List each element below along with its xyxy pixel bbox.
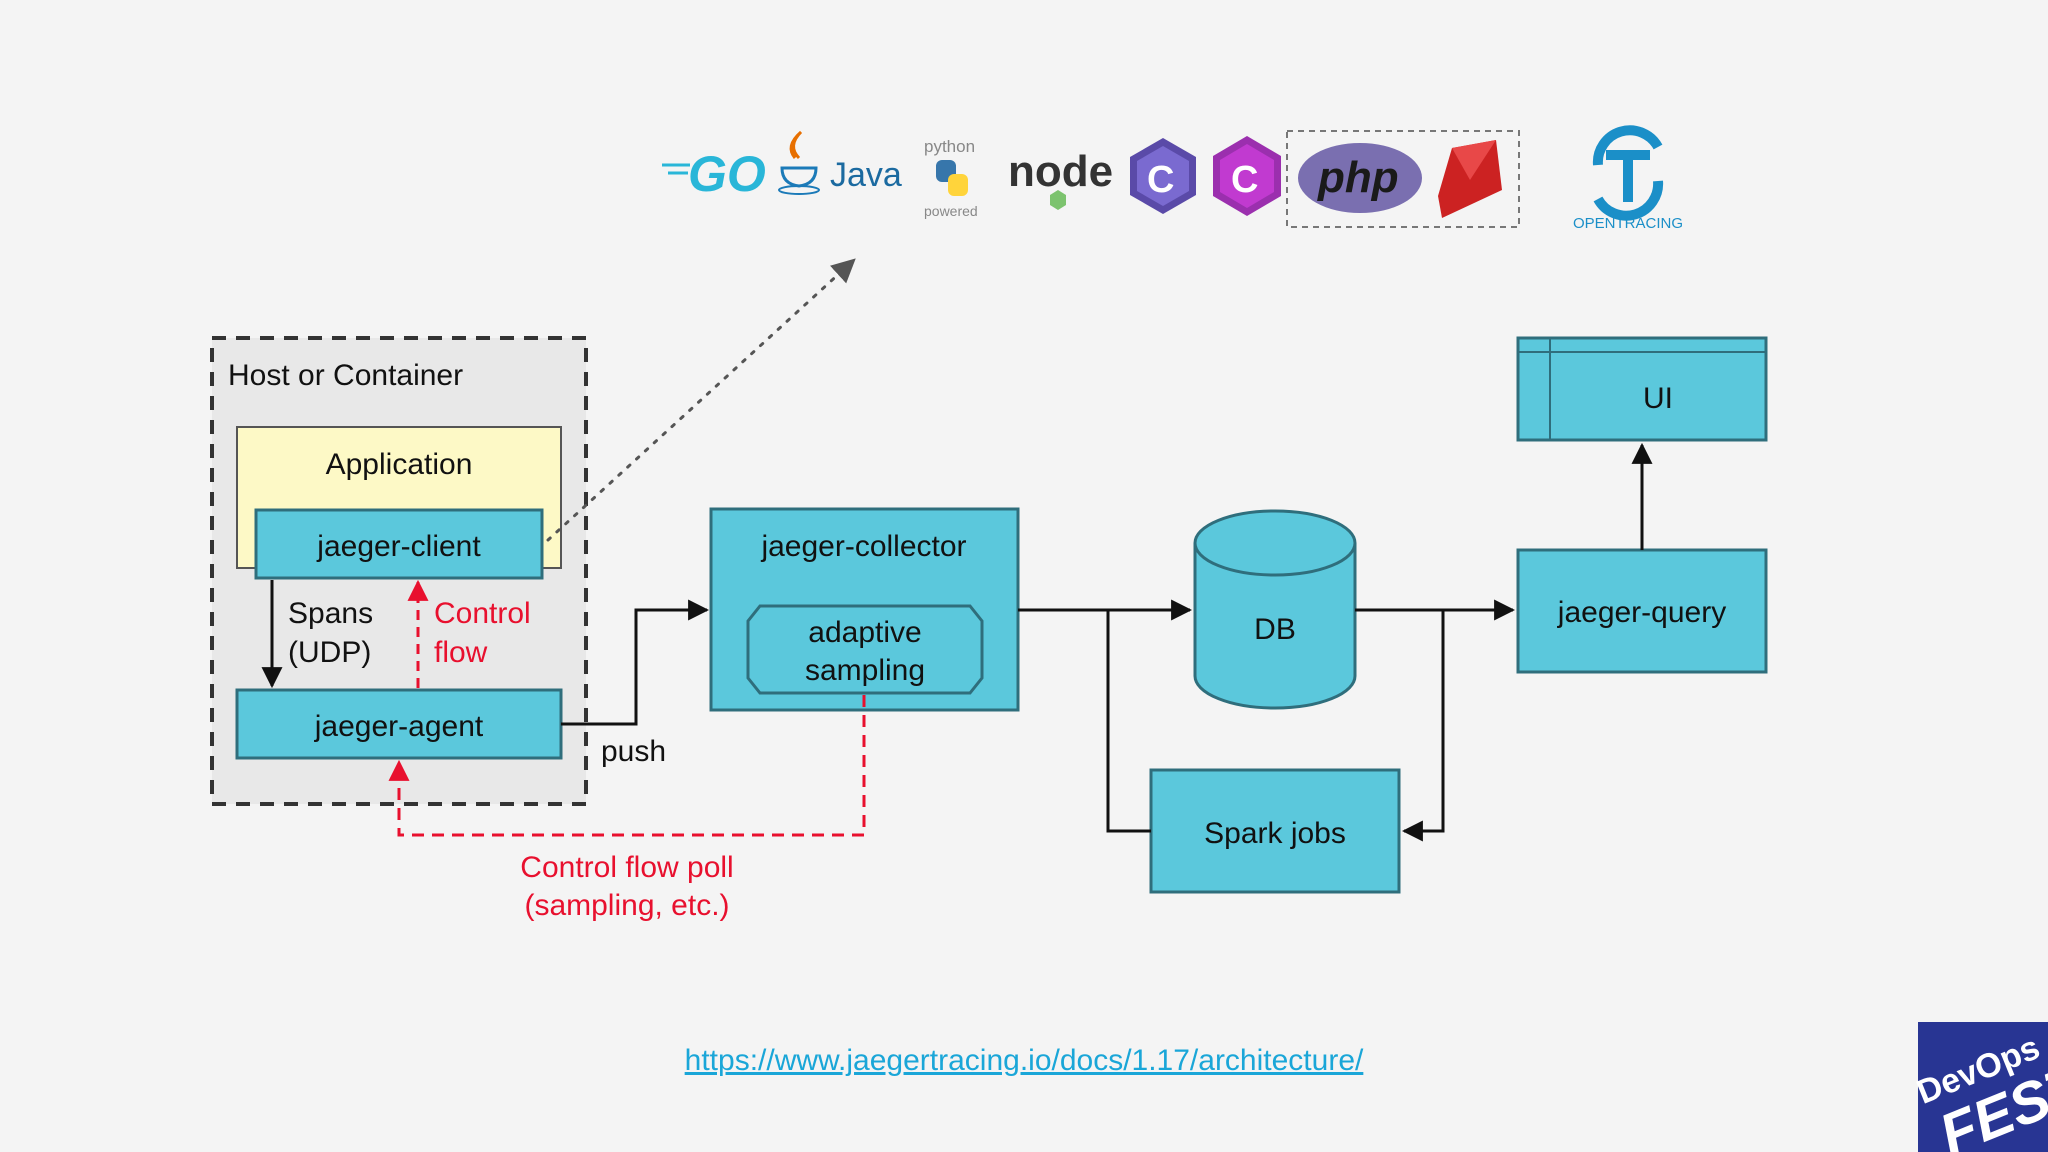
push-label: push — [601, 735, 666, 768]
control-flow-poll-label-2: (sampling, etc.) — [524, 889, 729, 922]
application-label: Application — [326, 448, 473, 481]
ui-box — [1516, 336, 1768, 442]
go-logo-text: GO — [688, 146, 766, 202]
adaptive-sampling-label-2: sampling — [805, 654, 925, 687]
spans-label-2: (UDP) — [288, 636, 371, 669]
php-ruby-group: php — [1286, 130, 1520, 228]
python-logo-top-text: python — [924, 137, 975, 156]
architecture-docs-link[interactable]: https://www.jaegertracing.io/docs/1.17/a… — [684, 1044, 1364, 1077]
devops-fest-badge: DevOps FEST — [1912, 1022, 2048, 1152]
ui-label: UI — [1643, 382, 1673, 415]
node-logo: node — [1008, 147, 1113, 210]
svg-text:C: C — [1147, 159, 1174, 201]
control-flow-poll-arrow — [388, 695, 866, 837]
jaeger-client-label: jaeger-client — [316, 530, 481, 563]
adaptive-sampling-box — [746, 604, 984, 695]
jaeger-collector-label: jaeger-collector — [760, 530, 966, 563]
php-logo-text: php — [1317, 153, 1399, 202]
svg-text:C: C — [1231, 159, 1258, 201]
host-container-label: Host or Container — [228, 359, 463, 392]
db-cylinder — [1193, 509, 1357, 710]
db-to-spark-arrow — [1401, 610, 1445, 842]
languages-pointer-arrow — [546, 258, 856, 542]
ruby-logo — [1438, 140, 1502, 218]
spark-jobs-label: Spark jobs — [1204, 817, 1346, 850]
cplusplus-logo: C — [1213, 136, 1281, 216]
java-logo: Java — [778, 130, 902, 195]
jaeger-client-box — [254, 508, 544, 580]
spans-label-1: Spans — [288, 597, 373, 630]
python-logo-bottom-text: powered — [924, 203, 978, 219]
adaptive-sampling-label-1: adaptive — [808, 616, 921, 649]
node-logo-text: node — [1008, 147, 1113, 196]
csharp-logo: C — [1130, 138, 1196, 214]
jaeger-agent-label: jaeger-agent — [314, 710, 484, 743]
opentracing-logo: OPENTRACING — [1573, 125, 1683, 232]
control-flow-label-2: flow — [434, 636, 488, 669]
control-flow-poll-label-1: Control flow poll — [520, 851, 733, 884]
spark-to-db-line — [1106, 610, 1151, 833]
db-label: DB — [1254, 613, 1296, 646]
jaeger-query-box — [1516, 548, 1768, 674]
control-flow-label-1: Control — [434, 597, 531, 630]
push-arrow — [561, 599, 710, 726]
go-logo: GO — [662, 146, 766, 202]
java-logo-text: Java — [830, 156, 902, 194]
python-logo: python powered — [924, 137, 978, 219]
opentracing-logo-text: OPENTRACING — [1573, 215, 1683, 232]
php-logo: php — [1298, 143, 1422, 213]
jaeger-query-label: jaeger-query — [1557, 596, 1726, 629]
